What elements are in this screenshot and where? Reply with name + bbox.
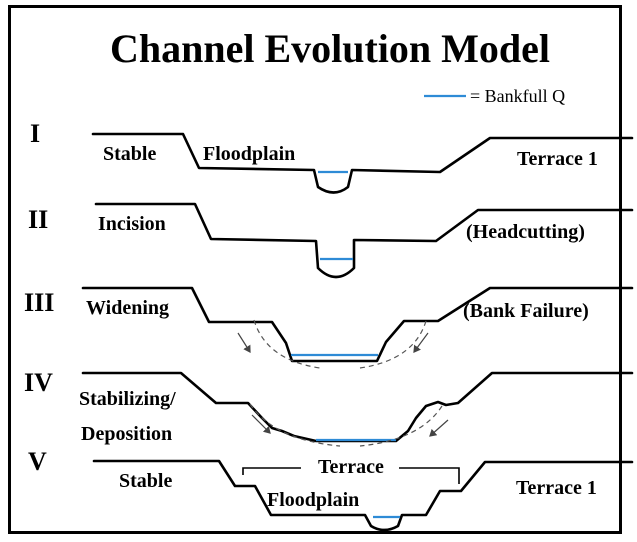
- stage-1-profile: [91, 132, 634, 194]
- terrace-bracket-left: [242, 467, 301, 475]
- stage-4-numeral: IV: [24, 368, 53, 397]
- terrace-bracket-right: [399, 467, 460, 484]
- stage-4-profile: [81, 371, 634, 447]
- stage-5-profile: [92, 459, 634, 532]
- stage-3-left-label: Widening: [86, 297, 169, 319]
- stage-3-profile: [81, 286, 634, 369]
- stage-5-right-label: Terrace 1: [516, 477, 597, 499]
- stage-2-profile: [94, 202, 634, 279]
- stage-5-numeral: V: [28, 447, 47, 476]
- legend-label: = Bankfull Q: [470, 86, 565, 106]
- stage-4-left-label-line2: Deposition: [81, 423, 172, 445]
- stage-1-numeral: I: [30, 119, 40, 148]
- stage-3-numeral: III: [24, 288, 54, 317]
- stage-5-floodplain-label: Floodplain: [267, 489, 359, 511]
- diagram-frame: [8, 5, 622, 534]
- stage-1-left-label: Stable: [103, 143, 156, 165]
- stage-2-left-label: Incision: [98, 213, 166, 235]
- stage-3-right-label: (Bank Failure): [463, 300, 589, 322]
- stage-1-right-label: Terrace 1: [517, 148, 598, 170]
- stage-2-numeral: II: [28, 205, 48, 234]
- diagram-title: Channel Evolution Model: [110, 26, 550, 71]
- stage-2-right-label: (Headcutting): [466, 221, 585, 243]
- stage-5-left-label: Stable: [119, 470, 172, 492]
- stage-5-terrace-label: Terrace: [318, 456, 384, 478]
- stage-4-left-label-line1: Stabilizing/: [79, 388, 176, 410]
- stage-1-mid-label: Floodplain: [203, 143, 295, 165]
